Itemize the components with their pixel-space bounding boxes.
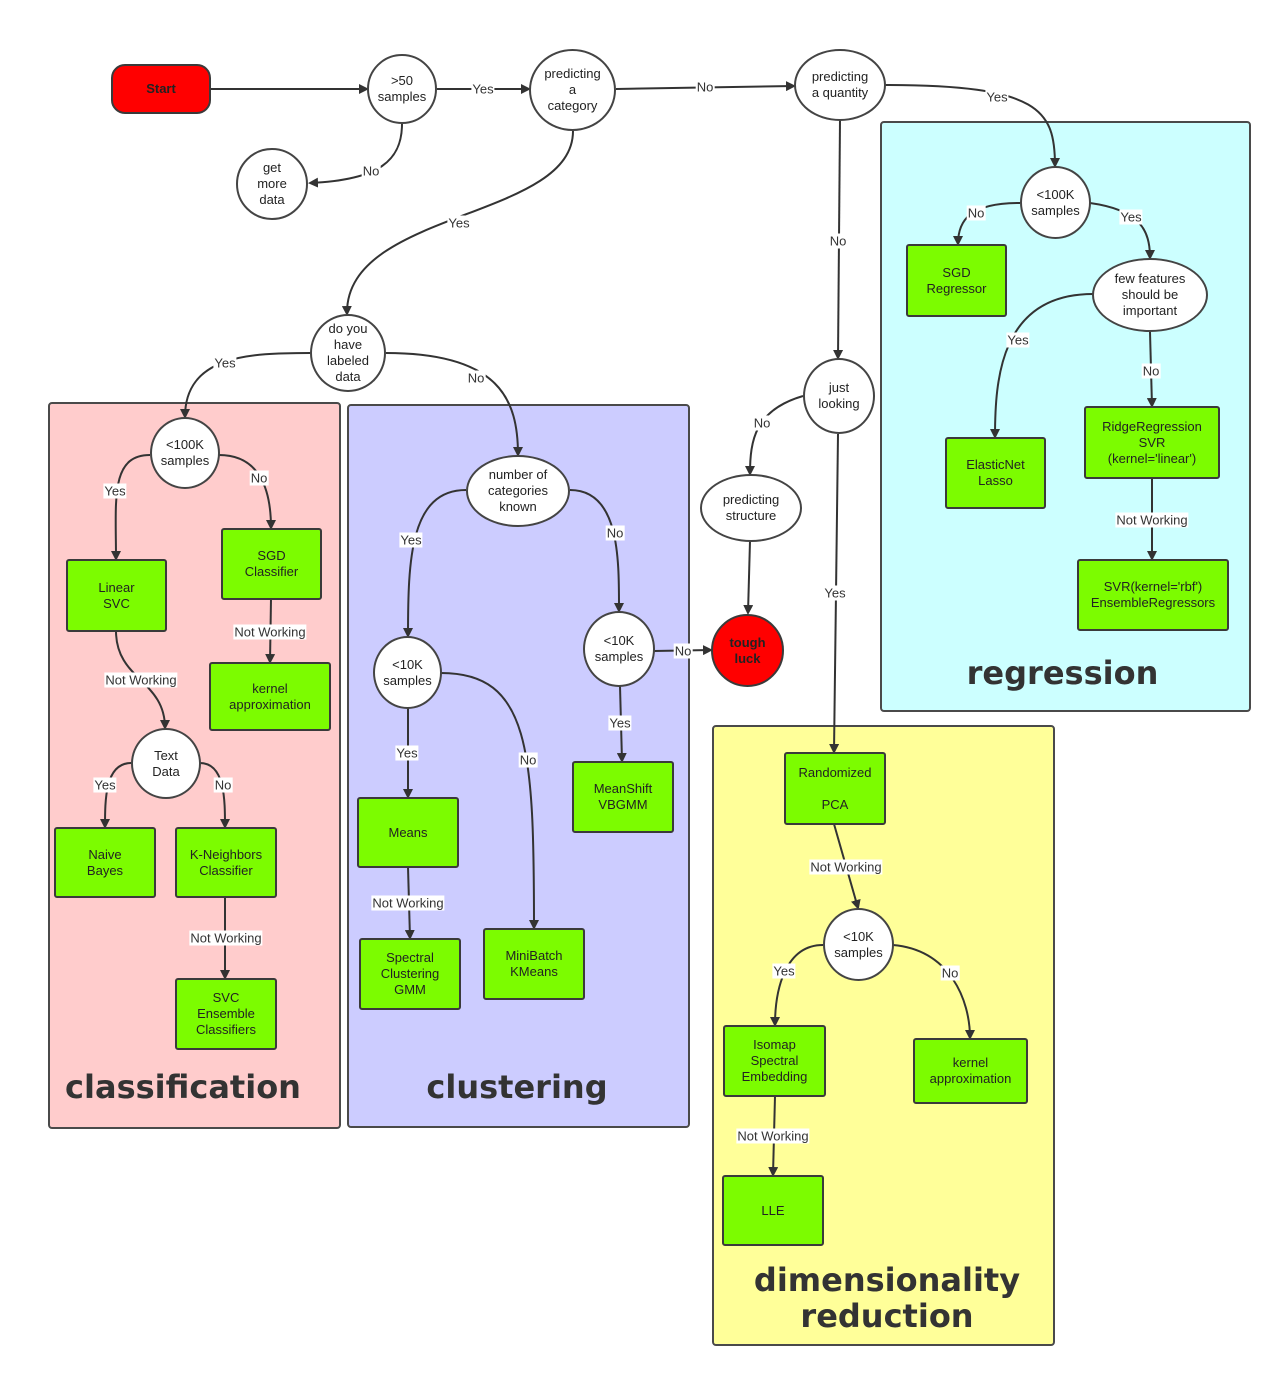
edge-label-labeled-cls100k: Yes [213, 355, 237, 371]
edge-predqty-reg100k [884, 84, 1060, 168]
edge-label-justlook-predstruct: No [752, 415, 772, 431]
labeled-data-decision[interactable]: do you have labeled data [310, 314, 386, 392]
minibatch-kmeans-estimator[interactable]: MiniBatch KMeans [483, 928, 585, 1000]
edge-label-clu10ka-minibatch: No [518, 752, 538, 768]
edge-textdata-naive [100, 762, 132, 829]
tough-luck-node[interactable]: tough luck [711, 614, 784, 687]
ridge-svr-linear-estimator[interactable]: RidgeRegression SVR (kernel='linear') [1084, 406, 1220, 479]
edge-label-textdata-kneigh: No [213, 777, 233, 793]
edge-label-predqty-justlook: No [828, 233, 848, 249]
edge-label-clu10ka-means: Yes [395, 745, 419, 761]
svr-rbf-ensemble-regressors-estimator[interactable]: SVR(kernel='rbf') EnsembleRegressors [1077, 559, 1229, 631]
dimensionality-kernel-approximation-estimator[interactable]: kernel approximation [913, 1038, 1028, 1104]
edge-label-sgdclf-kernapprox: Not Working [233, 624, 307, 640]
edge-justlook-predstruct [745, 395, 804, 476]
regression-title: regression [966, 654, 1159, 692]
clustering-10k-decision-a[interactable]: <10K samples [373, 636, 442, 709]
edge-label-ridge-svrrbf: Not Working [1115, 512, 1189, 528]
classification-title: classification [65, 1068, 301, 1106]
clustering-title: clustering [426, 1068, 608, 1106]
dimensionality-reduction-title: dimensionality reduction [753, 1261, 1021, 1335]
randomized-pca-estimator[interactable]: Randomized PCA [784, 752, 886, 825]
edge-label-reg100k-fewfeat: Yes [1119, 209, 1143, 225]
predicting-category-decision[interactable]: predicting a category [529, 49, 616, 131]
predicting-structure-decision[interactable]: predicting structure [700, 474, 802, 542]
edge-numcat-clu10ka [403, 489, 467, 638]
edge-labeled-numcat [385, 352, 523, 457]
naive-bayes-estimator[interactable]: Naive Bayes [54, 827, 156, 898]
regression-100k-decision[interactable]: <100K samples [1020, 166, 1091, 239]
edge-cls100k-linsvc [110, 454, 151, 561]
edge-label-means-spectral: Not Working [371, 895, 445, 911]
edge-label-fewfeat-ridge: No [1141, 363, 1161, 379]
edge-cls100k-sgdclf [218, 454, 276, 530]
k-neighbors-classifier-estimator[interactable]: K-Neighbors Classifier [175, 827, 277, 898]
sgd-classifier-estimator[interactable]: SGD Classifier [221, 528, 322, 600]
elasticnet-lasso-estimator[interactable]: ElasticNet Lasso [945, 437, 1046, 509]
clustering-10k-decision-b[interactable]: <10K samples [583, 611, 655, 687]
edge-label-textdata-naive: Yes [93, 777, 117, 793]
text-data-decision[interactable]: Text Data [131, 728, 201, 799]
edge-label-predcat-predqty: No [695, 79, 715, 95]
linear-svc-estimator[interactable]: Linear SVC [66, 559, 167, 632]
edge-label-numcat-clu10ka: Yes [399, 532, 423, 548]
edge-label-isomap-lle: Not Working [736, 1128, 810, 1144]
lle-estimator[interactable]: LLE [722, 1175, 824, 1246]
edge-label-numcat-clu10kb: No [605, 525, 625, 541]
edge-label-dim10k-isomap: Yes [772, 963, 796, 979]
edge-gt50-getmore [308, 123, 403, 188]
number-of-categories-decision[interactable]: number of categories known [466, 455, 570, 527]
edge-predstruct-tough [743, 540, 754, 615]
edge-label-gt50-predcat: Yes [471, 81, 495, 97]
edge-label-dim10k-kernapprox: No [940, 965, 960, 981]
edge-clu10ka-minibatch [440, 672, 539, 930]
edge-label-predqty-reg100k: Yes [985, 89, 1009, 105]
start-node[interactable]: Start [111, 64, 211, 114]
dimensionality-10k-decision[interactable]: <10K samples [823, 908, 894, 981]
edge-label-cls100k-linsvc: Yes [103, 483, 127, 499]
few-features-decision[interactable]: few features should be important [1092, 258, 1208, 332]
gt50-samples-decision[interactable]: >50 samples [367, 54, 437, 124]
edge-label-rpca-dim10k: Not Working [809, 859, 883, 875]
edge-numcat-clu10kb [569, 489, 625, 613]
sgd-regressor-estimator[interactable]: SGD Regressor [906, 244, 1007, 317]
edge-label-cls100k-sgdclf: No [249, 470, 269, 486]
edge-dim10k-isomap [770, 944, 824, 1027]
kmeans-estimator[interactable]: Means [357, 797, 459, 868]
just-looking-decision[interactable]: just looking [803, 358, 875, 434]
meanshift-vbgmm-estimator[interactable]: MeanShift VBGMM [572, 761, 674, 833]
get-more-data-node[interactable]: get more data [236, 148, 308, 220]
edge-label-fewfeat-elastic: Yes [1006, 332, 1030, 348]
spectral-clustering-gmm-estimator[interactable]: Spectral Clustering GMM [359, 938, 461, 1010]
edge-fewfeat-elastic [990, 293, 1094, 439]
edge-textdata-kneigh [199, 762, 230, 829]
edge-label-reg100k-sgdreg: No [966, 205, 986, 221]
edge-label-justlook-rpca: Yes [823, 585, 847, 601]
edge-label-kneigh-svcens: Not Working [189, 930, 263, 946]
edge-labeled-cls100k [180, 352, 311, 419]
classification-100k-decision[interactable]: <100K samples [150, 417, 220, 489]
edge-label-gt50-getmore: No [361, 163, 381, 179]
edge-label-clu10kb-tough: No [673, 643, 693, 659]
edge-label-predcat-labeled: Yes [447, 215, 471, 231]
edge-label-labeled-numcat: No [466, 370, 486, 386]
classification-kernel-approximation-estimator[interactable]: kernel approximation [209, 662, 331, 731]
edge-dim10k-kernapprox [892, 944, 975, 1040]
isomap-spectral-embedding-estimator[interactable]: Isomap Spectral Embedding [723, 1025, 826, 1097]
edge-label-clu10kb-meanshift: Yes [608, 715, 632, 731]
edge-label-linsvc-textdata: Not Working [104, 672, 178, 688]
svc-ensemble-classifiers-estimator[interactable]: SVC Ensemble Classifiers [175, 978, 277, 1050]
predicting-quantity-decision[interactable]: predicting a quantity [794, 49, 886, 121]
